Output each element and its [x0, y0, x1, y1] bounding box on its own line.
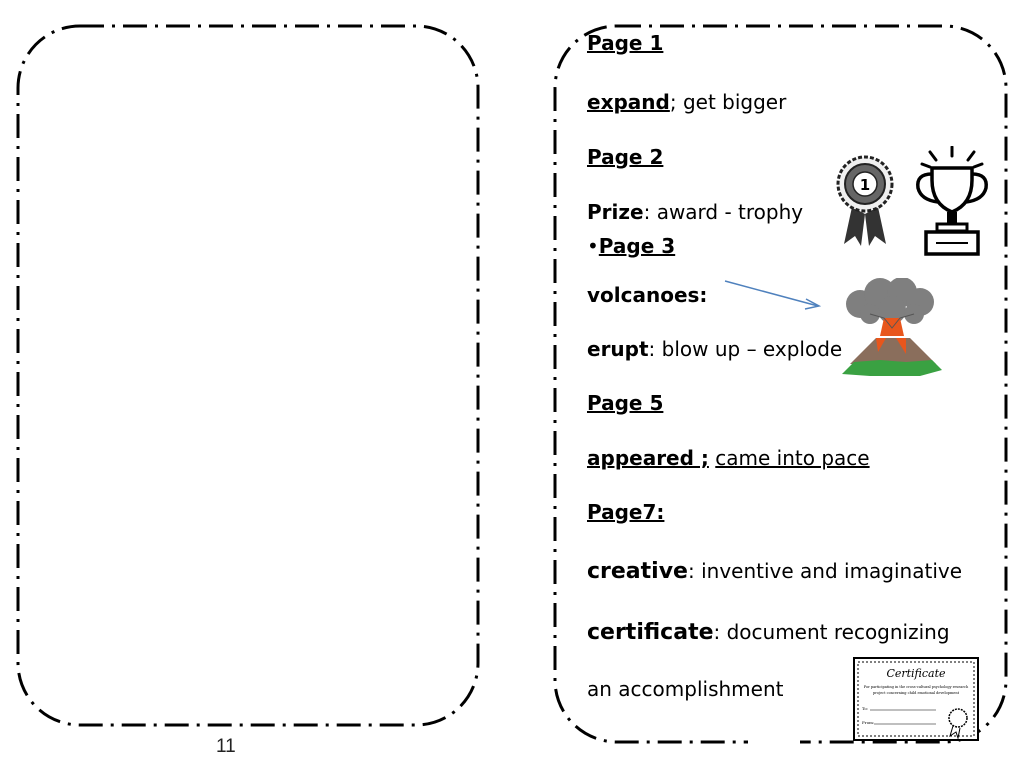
term-certificate: certificate — [587, 620, 714, 645]
erupting-volcano-icon — [842, 278, 942, 376]
definition-erupt: : blow up – explode — [648, 337, 843, 361]
left-card-frame — [16, 24, 480, 727]
heading-page-5: Page 5 — [587, 391, 664, 415]
definition-prize: : award - trophy — [643, 200, 804, 224]
definition-certificate-continued: an accomplishment — [587, 677, 784, 701]
first-place-ribbon-icon: 1 — [836, 155, 894, 246]
entry-prize: Prize: award - trophy — [587, 200, 803, 224]
definition-creative: : inventive and imaginative — [687, 559, 963, 583]
definition-certificate: : document recognizing — [713, 620, 950, 644]
certificate-icon: Certificate For participating in the cro… — [853, 657, 979, 741]
entry-erupt: erupt: blow up – explode — [587, 337, 842, 361]
heading-page-3: Page 3 — [598, 234, 676, 258]
page-number: 11 — [216, 736, 236, 757]
certificate-line-1: For participating in the cross-cultural … — [864, 685, 969, 689]
entry-certificate: certificate: document recognizing — [587, 620, 950, 645]
bullet: • — [587, 234, 599, 258]
heading-page-2: Page 2 — [587, 145, 664, 169]
definition-expand: ; get bigger — [669, 90, 787, 114]
term-expand: expand — [587, 90, 670, 114]
ribbon-number: 1 — [860, 176, 870, 194]
term-prize: Prize — [587, 200, 644, 224]
certificate-to: To: — [862, 706, 868, 711]
heading-page-7: Page7: — [587, 500, 665, 524]
entry-expand: expand; get bigger — [587, 90, 786, 114]
entry-page-3: •Page 3 — [587, 234, 675, 258]
certificate-line-2: project concerning child emotional devel… — [873, 691, 960, 695]
term-creative: creative — [587, 559, 688, 584]
entry-appeared: appeared ; came into pace — [587, 446, 870, 470]
definition-appeared: came into pace — [715, 446, 870, 470]
arrow-to-volcano — [724, 280, 822, 310]
certificate-title: Certificate — [886, 667, 946, 680]
term-volcanoes: volcanoes: — [587, 283, 708, 307]
entry-creative: creative: inventive and imaginative — [587, 559, 962, 584]
certificate-from: From: — [862, 720, 874, 725]
trophy-icon — [916, 146, 988, 256]
term-erupt: erupt — [587, 337, 649, 361]
heading-page-1: Page 1 — [587, 31, 664, 55]
term-appeared: appeared ; — [587, 446, 709, 470]
right-card-frame — [553, 24, 1008, 744]
